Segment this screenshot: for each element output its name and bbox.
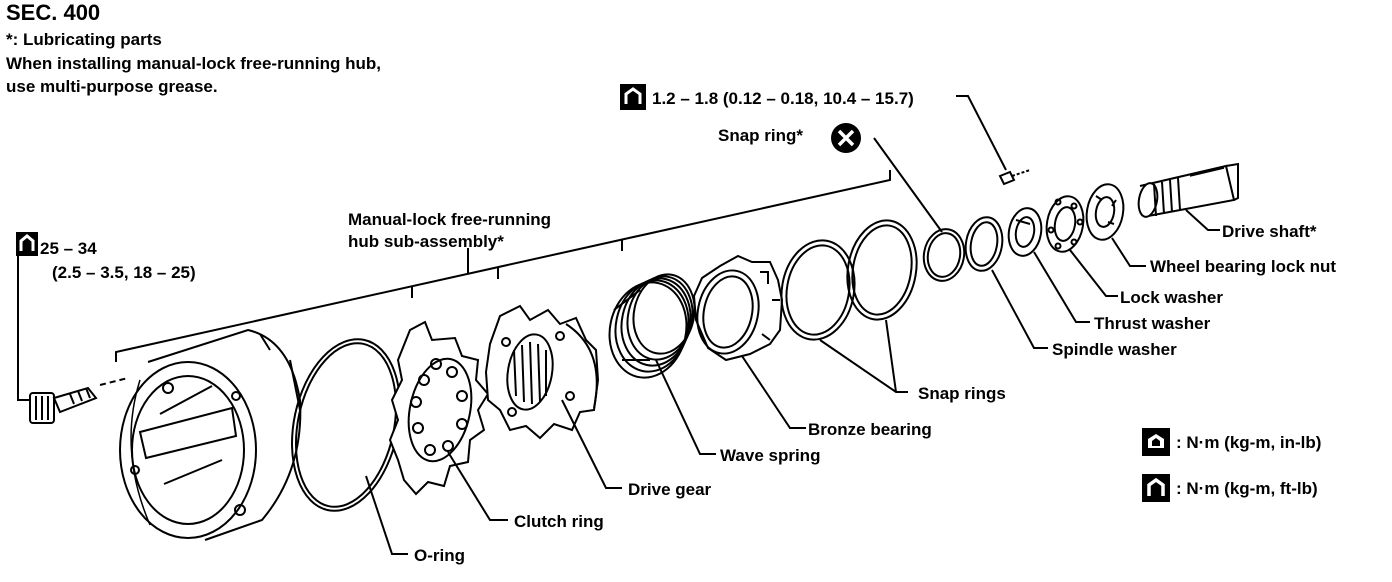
hub-housing bbox=[119, 328, 302, 541]
leader-bronze-bearing bbox=[741, 355, 806, 429]
note-line-2: When installing manual-lock free-running… bbox=[6, 54, 381, 73]
torque-top-spec: 1.2 – 1.8 (0.12 – 0.18, 10.4 – 15.7) bbox=[652, 89, 914, 108]
section-number: SEC. 400 bbox=[6, 0, 101, 25]
snap-ring-b bbox=[846, 219, 918, 321]
wave-spring bbox=[608, 273, 696, 379]
label-wave-spring: Wave spring bbox=[720, 446, 820, 465]
spindle-washer bbox=[964, 216, 1004, 272]
legend-inlb: : N·m (kg-m, in-lb) bbox=[1176, 433, 1321, 452]
label-snap-rings: Snap rings bbox=[918, 384, 1006, 403]
label-subassembly-2: hub sub-assembly* bbox=[348, 232, 504, 251]
torque-ftlb-icon bbox=[1142, 474, 1170, 502]
label-bronze-bearing: Bronze bearing bbox=[808, 420, 932, 439]
bronze-bearing bbox=[692, 254, 784, 362]
label-clutch-ring: Clutch ring bbox=[514, 512, 604, 531]
leader-lock-washer bbox=[1069, 249, 1118, 297]
wheel-bearing-lock-nut bbox=[1085, 183, 1125, 241]
leader-o-ring bbox=[365, 475, 408, 555]
label-lock-washer: Lock washer bbox=[1120, 288, 1223, 307]
small-snap-ring bbox=[922, 228, 966, 282]
label-spindle-washer: Spindle washer bbox=[1052, 340, 1177, 359]
no-reuse-icon bbox=[831, 123, 861, 153]
torque-inlb-icon bbox=[1142, 428, 1170, 456]
torque-left-spec-1: 25 – 34 bbox=[40, 239, 97, 258]
label-wheel-bearing-lock-nut: Wheel bearing lock nut bbox=[1150, 257, 1336, 276]
hub-screw bbox=[956, 95, 1031, 186]
leader-drive-gear bbox=[561, 399, 622, 489]
torque-left-spec-2: (2.5 – 3.5, 18 – 25) bbox=[52, 263, 196, 282]
label-drive-shaft: Drive shaft* bbox=[1222, 222, 1317, 241]
drive-shaft bbox=[1137, 162, 1239, 218]
leader-drive-shaft bbox=[1185, 209, 1220, 231]
label-drive-gear: Drive gear bbox=[628, 480, 712, 499]
subassembly-bracket bbox=[115, 170, 891, 362]
leader-snap-ring bbox=[873, 137, 943, 233]
legend-ftlb: : N·m (kg-m, ft-lb) bbox=[1176, 479, 1318, 498]
lock-washer bbox=[1045, 195, 1085, 253]
label-subassembly-1: Manual-lock free-running bbox=[348, 210, 551, 229]
clutch-ring bbox=[388, 320, 490, 496]
leader-wave-spring bbox=[655, 359, 716, 455]
leader-wheel-bearing-lock-nut bbox=[1111, 237, 1146, 267]
note-line-3: use multi-purpose grease. bbox=[6, 77, 218, 96]
leader-spindle-washer bbox=[991, 269, 1048, 349]
snap-ring-a bbox=[780, 239, 856, 341]
label-thrust-washer: Thrust washer bbox=[1094, 314, 1211, 333]
leader-clutch-ring bbox=[447, 451, 508, 521]
leader-thrust-washer bbox=[1033, 251, 1090, 323]
torque-ftlb-icon bbox=[16, 232, 38, 256]
note-line-1: *: Lubricating parts bbox=[6, 30, 162, 49]
label-snap-ring: Snap ring* bbox=[718, 126, 803, 145]
thrust-washer bbox=[1007, 207, 1043, 257]
label-o-ring: O-ring bbox=[414, 546, 465, 565]
drive-gear bbox=[484, 304, 600, 440]
leader-snap-rings bbox=[819, 319, 908, 393]
torque-ftlb-icon bbox=[620, 84, 646, 110]
